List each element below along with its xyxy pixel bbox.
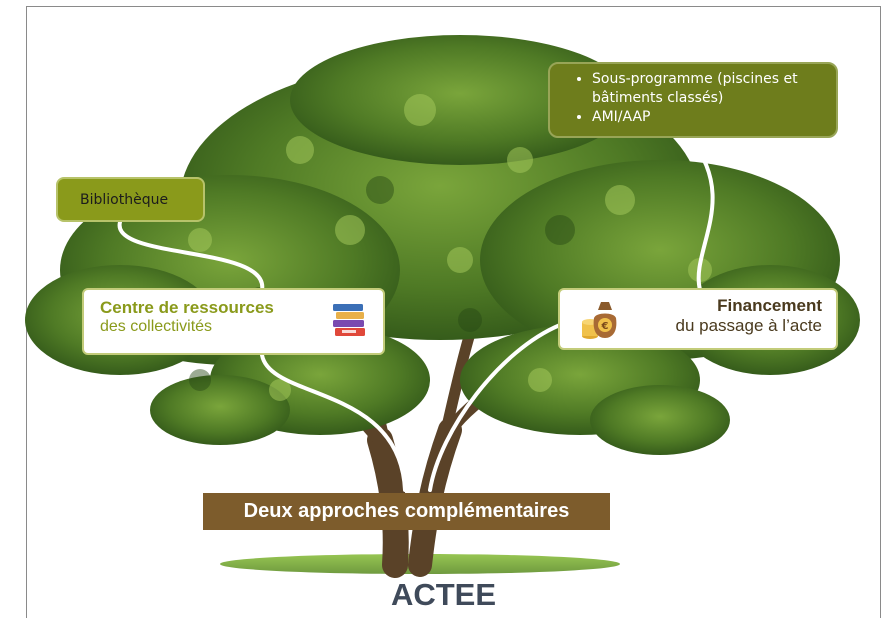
financement-box: Financement du passage à l’acte — [558, 288, 838, 350]
svg-text:€: € — [601, 321, 609, 332]
centre-ressources-title: Centre de ressources — [100, 298, 274, 317]
connector-biblio-centre — [117, 220, 265, 292]
financement-subtitle: du passage à l’acte — [675, 316, 823, 335]
books-icon — [333, 304, 365, 336]
bibliotheque-box: Bibliothèque — [56, 177, 205, 222]
approaches-banner: Deux approches complémentaires — [203, 493, 610, 530]
page-title: ACTEE — [390, 577, 497, 612]
list-item: AMI/AAP — [592, 108, 826, 127]
banner-label: Deux approches complémentaires — [243, 500, 570, 522]
funding-list: Sous-programme (piscines et bâtiments cl… — [578, 70, 826, 127]
connector-centre-trunk — [260, 353, 407, 492]
bibliotheque-label: Bibliothèque — [80, 191, 169, 208]
financement-title: Financement — [717, 296, 822, 315]
connector-souspro-fin — [688, 136, 715, 292]
list-item: Sous-programme (piscines et bâtiments cl… — [592, 70, 826, 108]
connector-lines — [117, 136, 715, 492]
money-bag-icon: € — [582, 302, 617, 339]
sous-programme-box: Sous-programme (piscines et bâtiments cl… — [548, 62, 838, 138]
connector-fin-trunk — [428, 323, 562, 492]
centre-ressources-subtitle: des collectivités — [100, 318, 213, 335]
